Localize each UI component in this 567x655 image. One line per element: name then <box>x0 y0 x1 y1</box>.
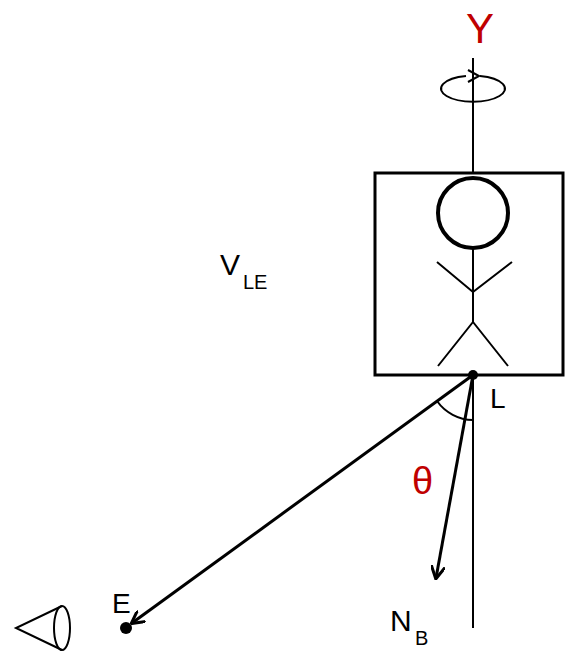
y-axis <box>472 375 474 628</box>
y-axis <box>472 58 474 173</box>
figure-body <box>472 248 474 322</box>
point-l <box>468 370 478 380</box>
vector-subscript: LE <box>243 272 267 292</box>
frame-box <box>375 173 563 375</box>
vector-label: N <box>390 606 412 636</box>
point-label: L <box>490 385 506 413</box>
figure-legs <box>438 322 508 366</box>
point-e <box>120 622 132 634</box>
eye-symbol <box>54 606 70 650</box>
rotation-arrow <box>468 70 479 82</box>
axis-label: Y <box>466 8 494 50</box>
figure-arms <box>437 262 512 292</box>
eye-symbol <box>16 606 62 650</box>
normal-vector <box>436 375 473 578</box>
angle-label: θ <box>412 462 433 500</box>
angle-arc <box>437 401 473 420</box>
point-label: E <box>112 590 131 618</box>
vector-label: V <box>220 250 240 280</box>
vector-subscript: B <box>415 628 428 648</box>
figure-head <box>438 178 508 248</box>
view-vector <box>132 375 473 623</box>
